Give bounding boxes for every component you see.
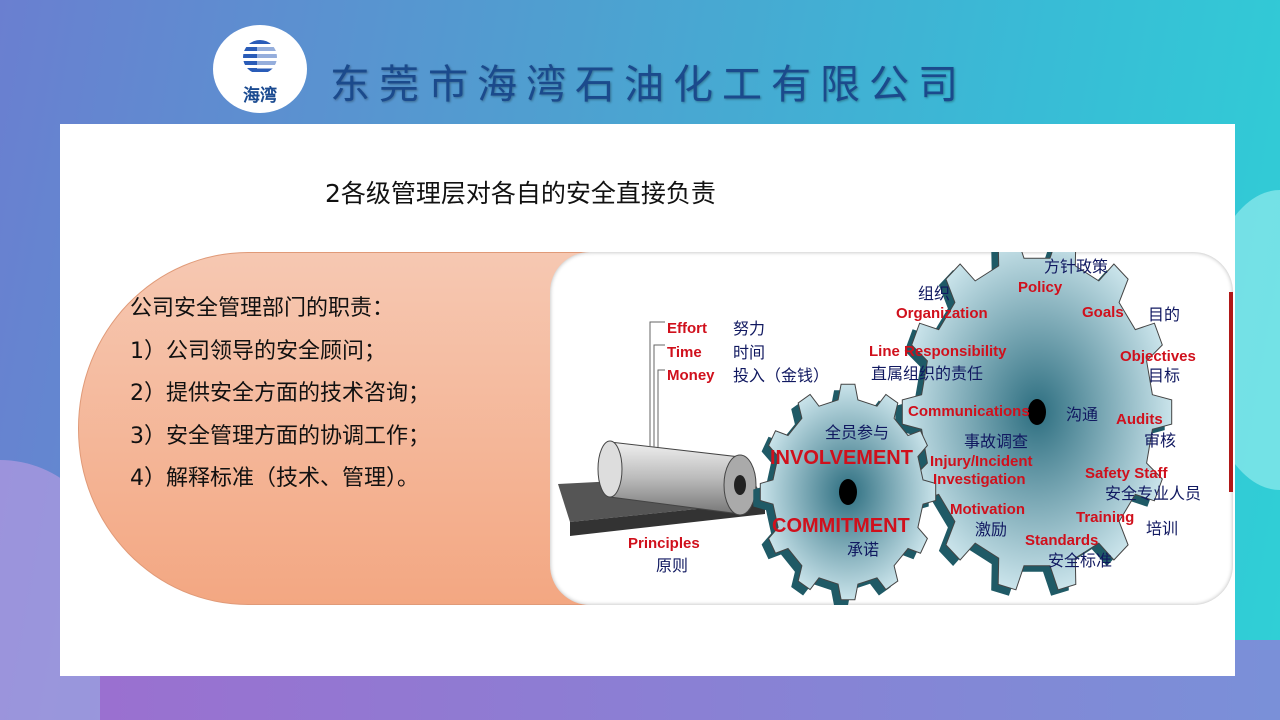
- label-communications-cn: 沟通: [1066, 405, 1099, 424]
- company-logo: 海湾: [213, 25, 307, 113]
- label-principles-cn: 原则: [656, 556, 689, 575]
- label-policy-cn: 方针政策: [1044, 257, 1109, 276]
- label-investigation-cn: 事故调查: [964, 432, 1029, 451]
- label-communications: Communications: [908, 403, 1030, 420]
- label-audits: Audits: [1116, 411, 1163, 428]
- duties-heading: 公司安全管理部门的职责：: [130, 296, 395, 321]
- accent-bar: [1229, 292, 1233, 492]
- logo-globe-icon: [243, 40, 277, 72]
- label-goals-cn: 目的: [1148, 305, 1181, 324]
- label-principles: Principles: [628, 535, 700, 552]
- label-line-responsibility-cn: 直属组织的责任: [871, 364, 984, 383]
- label-money-cn: 投入（金钱）: [733, 366, 830, 385]
- duty-item: 1）公司领导的安全顾问；: [130, 338, 386, 364]
- label-organization-cn: 组织: [918, 284, 951, 303]
- duty-item: 2）提供安全方面的技术咨询；: [130, 381, 430, 406]
- duty-item: 4）解释标准（技术、管理）。: [130, 466, 419, 491]
- label-involvement-cn: 全员参与: [825, 423, 890, 442]
- label-goals: Goals: [1082, 304, 1124, 321]
- small-gear-hub: [839, 479, 857, 505]
- label-safety-staff-cn: 安全专业人员: [1105, 484, 1202, 503]
- label-objectives: Objectives: [1120, 348, 1196, 365]
- label-effort-cn: 努力: [733, 319, 766, 338]
- label-organization: Organization: [896, 305, 988, 322]
- duties-list: 公司安全管理部门的职责： 1）公司领导的安全顾问； 2）提供安全方面的技术咨询；…: [130, 288, 430, 501]
- label-motivation-cn: 激励: [975, 520, 1008, 539]
- label-effort: Effort: [667, 320, 707, 337]
- label-safety-staff: Safety Staff: [1085, 465, 1168, 482]
- logo-text: 海湾: [243, 86, 277, 106]
- duties-box: [78, 252, 638, 605]
- label-commitment: COMMITMENT: [772, 515, 910, 537]
- duty-item: 3）安全管理方面的协调工作；: [130, 423, 430, 449]
- label-objectives-cn: 目标: [1148, 366, 1181, 385]
- label-injury-incident: Injury/Incident: [930, 453, 1033, 470]
- input-lines: [649, 321, 665, 447]
- gear-diagram: Effort 努力 Time 时间 Money 投入（金钱） Principle…: [550, 252, 1233, 605]
- label-money: Money: [667, 367, 715, 384]
- label-motivation: Motivation: [950, 501, 1025, 518]
- gear-illustration: [558, 252, 1173, 605]
- label-standards-cn: 安全标准: [1048, 551, 1113, 570]
- slide-title: 2各级管理层对各自的安全直接负责: [325, 179, 716, 208]
- label-standards: Standards: [1025, 532, 1099, 549]
- label-investigation: Investigation: [933, 471, 1026, 488]
- label-involvement: INVOLVEMENT: [770, 447, 913, 469]
- big-gear-hub: [1028, 399, 1046, 425]
- label-audits-cn: 审核: [1144, 431, 1177, 450]
- label-policy: Policy: [1018, 279, 1063, 296]
- label-line-responsibility: Line Responsibility: [869, 343, 1007, 360]
- label-time-cn: 时间: [733, 343, 766, 362]
- label-training: Training: [1076, 509, 1135, 526]
- gear-illustration-frame: [550, 252, 1233, 605]
- company-name: 东莞市海湾石油化工有限公司: [330, 62, 967, 108]
- label-time: Time: [667, 344, 702, 361]
- label-training-cn: 培训: [1146, 519, 1179, 538]
- label-commitment-cn: 承诺: [847, 540, 880, 559]
